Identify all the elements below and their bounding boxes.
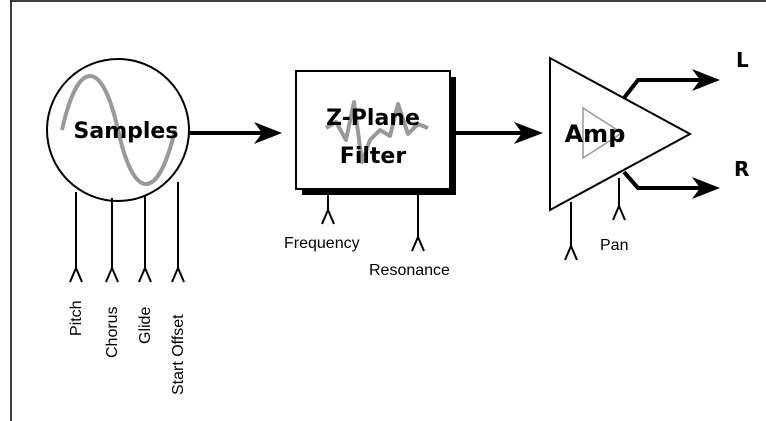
filter-block: Z-Plane Filter <box>295 70 456 195</box>
filter-control-stems <box>321 195 425 252</box>
right-output-label: R <box>734 157 749 181</box>
filter-response-curve <box>324 100 429 164</box>
left-output-arrow <box>622 69 720 100</box>
samples-block: Samples <box>46 58 190 202</box>
frequency-label: Frequency <box>284 235 360 252</box>
amp-inner-triangle <box>582 106 624 160</box>
samples-sine-wave <box>60 74 177 186</box>
sample-control-stems <box>69 182 185 283</box>
amp-block: Amp <box>549 56 693 212</box>
arrow-filter-to-amp <box>456 122 543 144</box>
filter-label-line1: Z-Plane <box>326 106 420 131</box>
pitch-label: Pitch <box>68 300 85 336</box>
glide-label: Glide <box>137 307 154 344</box>
samples-label: Samples <box>74 119 179 144</box>
resonance-label: Resonance <box>369 262 450 279</box>
pan-label: Pan <box>600 237 628 254</box>
start-offset-label: Start Offset <box>170 314 187 395</box>
arrow-samples-to-filter <box>189 122 282 144</box>
chorus-label: Chorus <box>104 306 121 358</box>
amp-label: Amp <box>565 120 626 148</box>
filter-box <box>295 70 451 190</box>
right-output-arrow <box>622 170 720 199</box>
filter-label-line2: Filter <box>340 144 407 169</box>
amp-control-stems <box>564 178 626 261</box>
left-output-label: L <box>736 48 749 72</box>
